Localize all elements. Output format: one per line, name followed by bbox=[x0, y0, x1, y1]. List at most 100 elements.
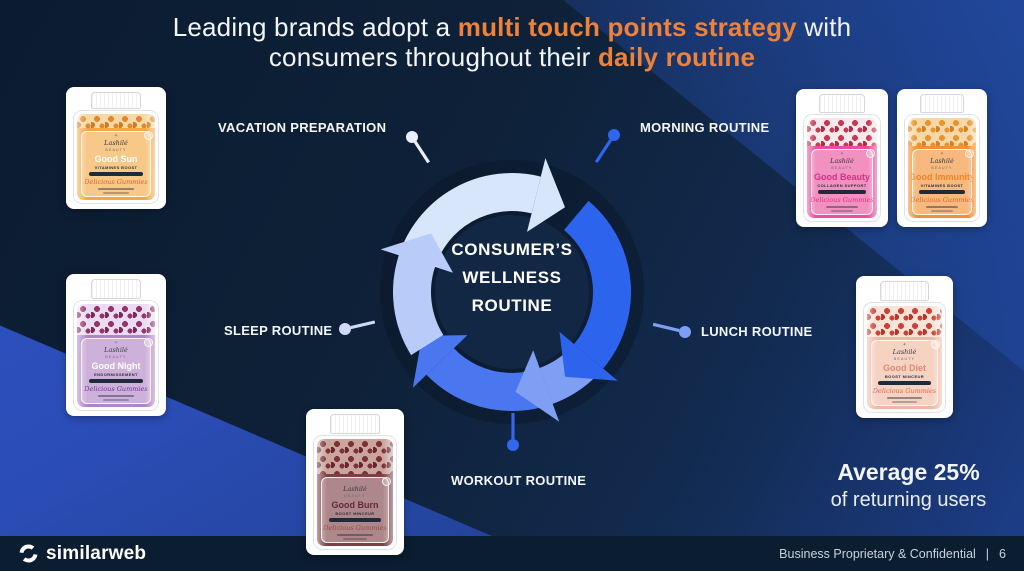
gummies bbox=[806, 118, 878, 146]
pin-sleep bbox=[339, 320, 376, 335]
bottle-jar: ✦ Lashilé BEAUTY Good Diet BOOST MINCEUR… bbox=[862, 301, 947, 413]
label-caption-bar bbox=[103, 192, 129, 194]
product-name: Good Beauty bbox=[813, 172, 870, 182]
title-text: with bbox=[796, 12, 852, 42]
product-name: Good Burn bbox=[331, 500, 379, 510]
product-card-good-diet: ✦ Lashilé BEAUTY Good Diet BOOST MINCEUR… bbox=[856, 276, 953, 418]
bottle-cap bbox=[90, 279, 142, 299]
product-script-text: Delicious Gummies bbox=[872, 387, 937, 395]
bottle-jar: ✦ Lashilé BEAUTY Good Sun VITAMINES BOOS… bbox=[72, 109, 160, 204]
gummies bbox=[76, 303, 156, 335]
product-subtitle: BOOST MINCEUR bbox=[335, 511, 375, 516]
returning-users-stat: Average 25% of returning users bbox=[806, 459, 1011, 512]
page-number: 6 bbox=[999, 546, 1006, 561]
gummies bbox=[907, 118, 977, 146]
label-caption-bar bbox=[892, 401, 917, 403]
title-text: consumers throughout their bbox=[268, 42, 598, 72]
label-badge: ✦ Lashilé BEAUTY Good Immunity VITAMINES… bbox=[909, 149, 975, 215]
label-caption-bar bbox=[342, 538, 368, 540]
footer-bar: similarweb Business Proprietary & Confid… bbox=[0, 536, 1024, 571]
cycle-center-line: ROUTINE bbox=[471, 296, 553, 315]
title-highlight: multi touch points strategy bbox=[457, 12, 797, 42]
pin-morning bbox=[594, 129, 620, 163]
label-badge: ✦ Lashilé BEAUTY Good Sun VITAMINES BOOS… bbox=[80, 131, 152, 197]
cycle-arrowhead bbox=[412, 335, 468, 388]
brand-name: Lashilé bbox=[830, 157, 854, 165]
product-card-good-beauty: ✦ Lashilé BEAUTY Good Beauty COLLAGEN SU… bbox=[796, 89, 888, 227]
bottle-label: ✦ Lashilé BEAUTY Good Sun VITAMINES BOOS… bbox=[76, 128, 156, 200]
label-seal bbox=[965, 149, 975, 158]
bottle-good-beauty: ✦ Lashilé BEAUTY Good Beauty COLLAGEN SU… bbox=[801, 94, 883, 222]
bottle-label: ✦ Lashilé BEAUTY Good Night ENDORMISSEME… bbox=[76, 335, 156, 407]
product-subtitle: VITAMINES BOOST bbox=[920, 183, 964, 188]
label-seal bbox=[144, 131, 154, 140]
label-vacation-preparation: VACATION PREPARATION bbox=[218, 120, 387, 135]
label-pill-bar bbox=[328, 518, 382, 522]
product-card-good-burn: ✦ Lashilé BEAUTY Good Burn BOOST MINCEUR… bbox=[306, 409, 404, 555]
cycle-arrowhead bbox=[559, 331, 618, 381]
product-subtitle: VITAMINES BOOST bbox=[94, 165, 138, 170]
brand-subtext: BEAUTY bbox=[893, 357, 916, 361]
bottle-label: ✦ Lashilé BEAUTY Good Diet BOOST MINCEUR… bbox=[866, 337, 943, 409]
label-badge: ✦ Lashilé BEAUTY Good Burn BOOST MINCEUR… bbox=[320, 477, 390, 543]
brand-subtext: BEAUTY bbox=[344, 494, 366, 498]
label-pill-bar bbox=[878, 381, 931, 385]
gummies bbox=[866, 305, 943, 337]
bottle-label: ✦ Lashilé BEAUTY Good Immunity VITAMINES… bbox=[907, 146, 977, 218]
label-caption-bar bbox=[97, 188, 135, 190]
label-caption-bar bbox=[931, 210, 953, 212]
brand-mark-icon: ✦ bbox=[839, 151, 845, 157]
label-seal bbox=[866, 149, 876, 158]
slide-title: Leading brands adopt a multi touch point… bbox=[0, 12, 1024, 72]
similarweb-logo-icon bbox=[19, 544, 38, 563]
product-card-good-immunity: ✦ Lashilé BEAUTY Good Immunity VITAMINES… bbox=[897, 89, 987, 227]
bottle-cap bbox=[919, 94, 965, 114]
label-lunch-routine: LUNCH ROUTINE bbox=[701, 324, 813, 339]
cycle-center-title: CONSUMER’S WELLNESS ROUTINE bbox=[432, 236, 592, 320]
product-subtitle: COLLAGEN SUPPORT bbox=[817, 183, 867, 188]
brand-subtext: BEAUTY bbox=[831, 166, 853, 170]
stat-subline: of returning users bbox=[830, 489, 987, 511]
product-card-good-sun: ✦ Lashilé BEAUTY Good Sun VITAMINES BOOS… bbox=[66, 87, 166, 209]
cycle-segment-left bbox=[380, 233, 453, 356]
brand-name: Lashilé bbox=[104, 346, 128, 354]
product-card-good-night: ✦ Lashilé BEAUTY Good Night ENDORMISSEME… bbox=[66, 274, 166, 416]
label-badge: ✦ Lashilé BEAUTY Good Diet BOOST MINCEUR… bbox=[870, 340, 939, 406]
bottle-cap bbox=[880, 281, 929, 301]
brand-name: Lashilé bbox=[104, 139, 128, 147]
label-caption-bar bbox=[97, 395, 135, 397]
bottle-jar: ✦ Lashilé BEAUTY Good Night ENDORMISSEME… bbox=[72, 299, 160, 411]
product-name: Good Immunity bbox=[909, 172, 975, 182]
cycle-center-line: CONSUMER’S bbox=[451, 240, 573, 259]
brand-subtext: BEAUTY bbox=[931, 166, 953, 170]
label-caption-bar bbox=[830, 210, 854, 212]
bottle-jar: ✦ Lashilé BEAUTY Good Burn BOOST MINCEUR… bbox=[312, 435, 398, 550]
product-script-text: Delicious Gummies bbox=[810, 196, 874, 204]
footer-divider: | bbox=[985, 546, 990, 561]
brand-mark-icon: ✦ bbox=[939, 151, 945, 157]
brand-name: Lashilé bbox=[930, 157, 954, 165]
product-script-text: Delicious Gummies bbox=[84, 178, 148, 186]
cycle-arrowhead bbox=[527, 158, 565, 232]
pin-vacation bbox=[406, 131, 430, 164]
product-name: Good Diet bbox=[882, 363, 926, 373]
product-subtitle: ENDORMISSEMENT bbox=[94, 372, 138, 377]
bottle-jar: ✦ Lashilé BEAUTY Good Immunity VITAMINES… bbox=[903, 114, 981, 222]
label-seal bbox=[931, 340, 941, 349]
label-pill-bar bbox=[88, 379, 144, 383]
brand-name: Lashilé bbox=[343, 485, 367, 493]
cycle-segment-right bbox=[559, 200, 631, 381]
label-pill-bar bbox=[88, 172, 144, 176]
label-pill-bar bbox=[918, 190, 966, 194]
cycle-arrowhead bbox=[380, 233, 453, 273]
product-script-text: Delicious Gummies bbox=[323, 524, 387, 532]
brand-mark-icon: ✦ bbox=[113, 340, 119, 346]
bottle-cap bbox=[90, 92, 142, 109]
gummies bbox=[316, 439, 394, 474]
bottle-cap bbox=[330, 414, 380, 435]
brand-mark-icon: ✦ bbox=[902, 342, 907, 348]
bottle-good-night: ✦ Lashilé BEAUTY Good Night ENDORMISSEME… bbox=[71, 279, 161, 411]
label-badge: ✦ Lashilé BEAUTY Good Beauty COLLAGEN SU… bbox=[810, 149, 874, 215]
product-subtitle: BOOST MINCEUR bbox=[884, 374, 925, 379]
label-seal bbox=[382, 477, 392, 486]
